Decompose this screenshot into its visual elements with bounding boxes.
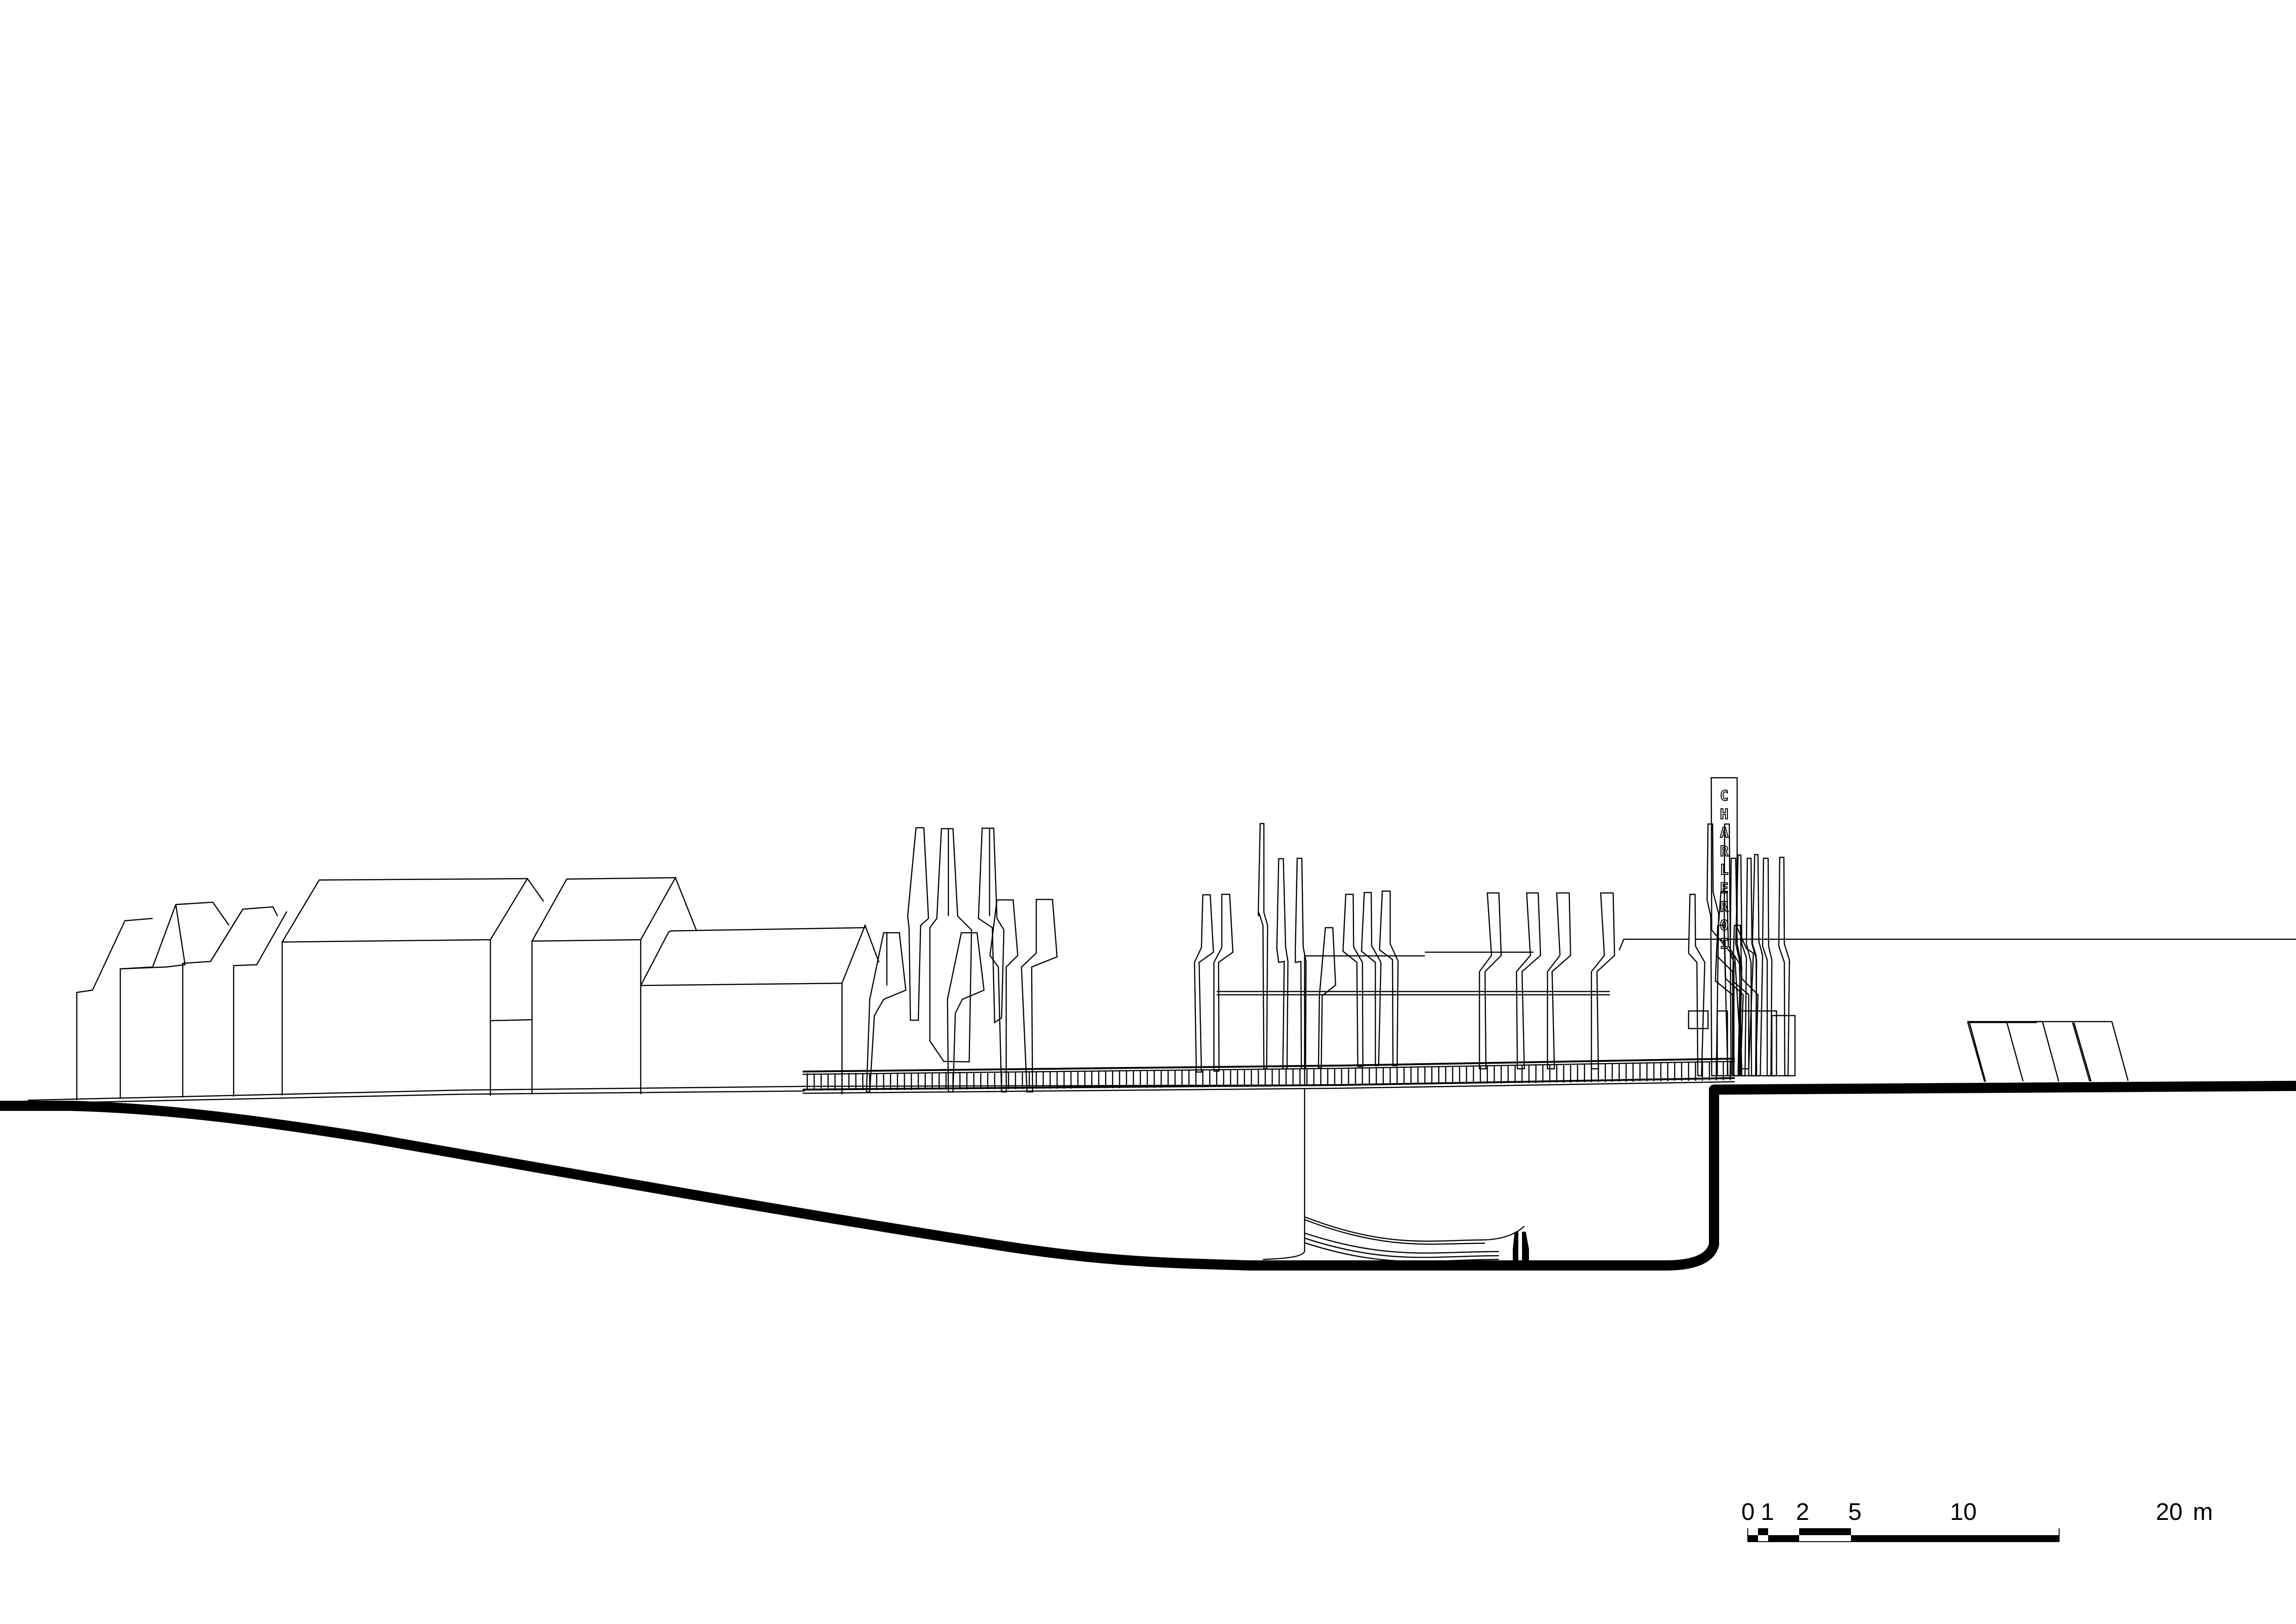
chimney-sculptures-group-3 xyxy=(1688,823,1796,1077)
chimney-sculptures-group-2 xyxy=(1194,823,1615,1073)
scale-bar-labels: 0 1 2 5 10 20 m xyxy=(1741,1499,2213,1525)
scale-label-0: 0 xyxy=(1741,1499,1755,1525)
slanted-panels xyxy=(1967,1021,2129,1082)
scale-label-10: 10 xyxy=(1950,1499,1977,1525)
background-buildings xyxy=(1217,938,2296,1252)
scale-label-5: 5 xyxy=(1848,1499,1862,1525)
sign-letter-h: H xyxy=(1720,806,1728,823)
channel-boat xyxy=(1262,1216,1529,1265)
chimney-sculptures-group-1 xyxy=(866,827,1058,1093)
sign-letter-c: C xyxy=(1720,788,1728,804)
railing-balusters xyxy=(806,1062,1731,1091)
scale-label-2: 2 xyxy=(1796,1499,1809,1525)
scale-bar-segments xyxy=(1747,1528,2060,1542)
scale-unit: m xyxy=(2193,1499,2213,1525)
houses-left xyxy=(76,876,880,1100)
street-lines xyxy=(27,1084,1342,1104)
bollard-icon xyxy=(1513,1232,1518,1265)
ground-section-line xyxy=(0,1081,2296,1271)
railing-bridge xyxy=(802,1058,1735,1094)
scale-label-20: 20 xyxy=(2156,1499,2183,1525)
scale-bar: 0 1 2 5 10 20 m xyxy=(1741,1499,2213,1542)
scale-label-1: 1 xyxy=(1761,1499,1774,1525)
